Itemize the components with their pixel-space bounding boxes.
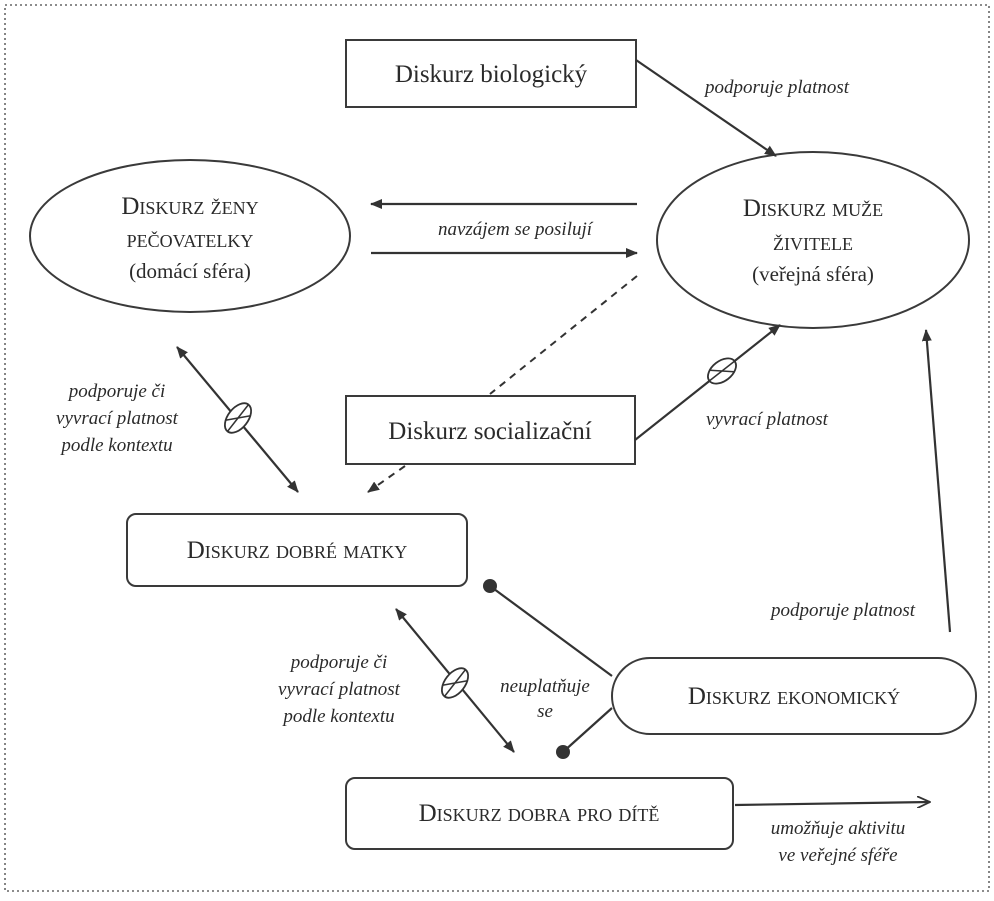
node-zena-line1: Diskurz ženy [121, 193, 258, 220]
node-zena-sub: (domácí sféra) [129, 259, 251, 283]
dotted-frame [4, 4, 990, 892]
negation-symbol-soc-muz [707, 357, 737, 385]
label-zena-matka-2: vyvrací platnost [56, 408, 179, 429]
label-dite-out-1: umožňuje aktivitu [771, 818, 906, 839]
label-neuplatnuje-2: se [537, 701, 553, 722]
node-muz-sub: (veřejná sféra) [752, 262, 874, 286]
arrow-dite-out [734, 802, 930, 805]
label-zena-matka-3: podle kontextu [59, 435, 172, 456]
node-biologicky-label: Diskurz biologický [395, 61, 588, 88]
node-muze-zivitele: Diskurz muže živitele (veřejná sféra) [656, 151, 970, 329]
label-matka-dite-2: vyvrací platnost [278, 679, 401, 700]
label-dite-out-2: ve veřejné sféře [778, 845, 897, 866]
node-zena-line2: pečovatelky [127, 226, 254, 253]
node-ekonomicky-label: Diskurz ekonomický [688, 683, 900, 710]
node-muz-line2: živitele [773, 229, 853, 256]
line-eko-to-dite [562, 707, 613, 753]
node-ekonomicky: Diskurz ekonomický [611, 657, 977, 735]
ball-end-dite [556, 745, 570, 759]
line-eko-to-matka [489, 585, 613, 677]
negation-symbol-matka-dite [440, 667, 470, 699]
negation-symbol-zena-matka [223, 402, 253, 434]
dashed-link-muz-soc [489, 275, 638, 395]
label-soc-muz: vyvrací platnost [706, 409, 829, 430]
node-matka-label: Diskurz dobré matky [187, 537, 408, 564]
node-muz-line1: Diskurz muže [743, 195, 883, 222]
label-vzajem: navzájem se posilují [438, 219, 594, 240]
label-eko-muz: podporuje platnost [769, 600, 916, 621]
node-dobra-pro-dite: Diskurz dobra pro dítě [345, 777, 734, 850]
label-bio-muz: podporuje platnost [703, 77, 850, 98]
node-socializacni-label: Diskurz socializační [388, 418, 591, 445]
node-socializacni: Diskurz socializační [345, 395, 636, 465]
dashed-arrow-soc-to-matka [367, 465, 406, 493]
node-zena-pecovatelky: Diskurz ženy pečovatelky (domácí sféra) [29, 159, 351, 313]
ball-end-matka [483, 579, 497, 593]
node-dite-label: Diskurz dobra pro dítě [419, 800, 660, 827]
arrow-soc-to-muz [634, 324, 781, 441]
arrow-bio-to-muz [635, 59, 777, 157]
label-zena-matka-1: podporuje či [67, 381, 166, 402]
label-neuplatnuje-1: neuplatňuje [500, 676, 590, 697]
label-matka-dite-1: podporuje či [289, 652, 388, 673]
label-matka-dite-3: podle kontextu [281, 706, 394, 727]
node-biologicky: Diskurz biologický [345, 39, 637, 108]
node-dobre-matky: Diskurz dobré matky [126, 513, 468, 587]
arrow-eko-to-muz [921, 329, 952, 633]
